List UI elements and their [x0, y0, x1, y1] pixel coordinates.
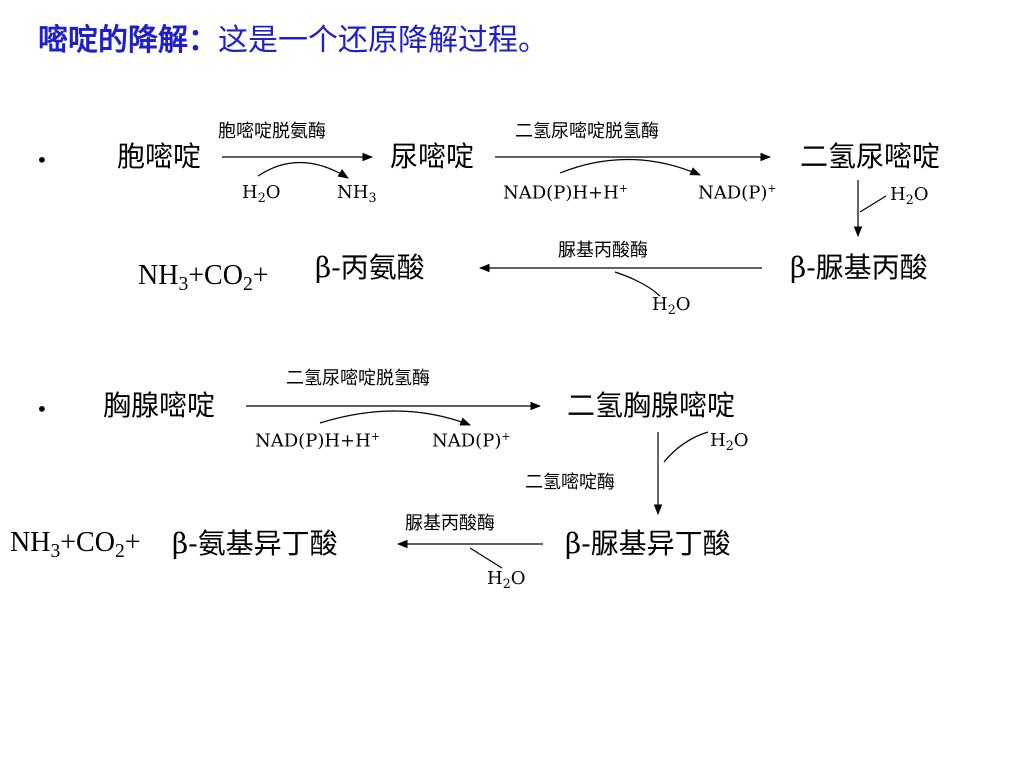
reagent-h2o-4-sub: 2 — [725, 437, 734, 453]
reagent-h2o-2-main: H — [890, 184, 906, 205]
compound-ureidopropionate: β-脲基丙酸 — [790, 251, 928, 284]
bullet-1: • — [36, 148, 48, 172]
products-1-nh: NH — [138, 260, 179, 291]
products-2-plus-co: +CO — [60, 527, 115, 558]
cofactor-nadp-1-main: NAD(P) — [698, 182, 768, 204]
connector-h2o-down-2 — [663, 431, 709, 463]
reagent-h2o-4-main: H — [710, 430, 726, 451]
page-title: 嘧啶的降解：这是一个还原降解过程。 — [38, 26, 548, 56]
reagent-h2o-4-tail: O — [733, 430, 749, 451]
connector-h2o-down-1 — [859, 195, 887, 213]
cofactor-nadph-2: NAD(P)H+H+ — [255, 430, 380, 452]
products-2-nh: NH — [10, 527, 51, 558]
reagent-h2o-1-tail: O — [265, 182, 281, 203]
reagent-h2o-2: H2O — [890, 186, 928, 206]
title-heading: 嘧啶的降解： — [38, 23, 218, 58]
product-nh3-1-main: NH — [337, 182, 369, 203]
reagent-h2o-5-sub: 2 — [502, 575, 511, 591]
enzyme-ureidopropionase-2: 脲基丙酸酶 — [405, 513, 495, 534]
cofactor-nadph-2-main: NAD(P)H+H — [255, 430, 371, 452]
reagent-h2o-2-tail: O — [913, 184, 929, 205]
cofactor-nadp-1: NAD(P)+ — [698, 182, 777, 204]
cofactor-nadp-2: NAD(P)+ — [432, 430, 511, 452]
cofactor-nadph-1-sup: + — [618, 182, 628, 195]
reagent-h2o-2-sub: 2 — [905, 191, 914, 207]
connector-h2o-back-1 — [614, 271, 661, 297]
reagent-h2o-4: H2O — [710, 432, 748, 452]
reagent-h2o-3-tail: O — [675, 294, 691, 315]
products-1-plus-co: +CO — [188, 260, 243, 291]
compound-cytosine: 胞嘧啶 — [117, 140, 202, 173]
products-2-nh-sub: 3 — [50, 540, 61, 562]
enzyme-dihydrouracil-dehydrogenase: 二氢尿嘧啶脱氢酶 — [515, 121, 659, 142]
product-nh3-1: NH3 — [337, 184, 376, 204]
compound-uracil: 尿嘧啶 — [390, 140, 475, 173]
products-2-plus: + — [124, 527, 141, 558]
compound-thymine: 胸腺嘧啶 — [103, 389, 216, 422]
title-description: 这是一个还原降解过程。 — [218, 23, 548, 58]
reagent-h2o-3-main: H — [652, 294, 668, 315]
products-1-plus: + — [252, 260, 269, 291]
compound-dihydrothymine: 二氢胸腺嘧啶 — [567, 389, 736, 422]
enzyme-dihydropyrimidinase: 二氢嘧啶酶 — [525, 472, 615, 493]
cofactor-nadp-1-sup: + — [767, 182, 777, 195]
products-nh3-co2-1: NH3+CO2+ — [138, 260, 269, 295]
reagent-h2o-1: H2O — [242, 184, 280, 204]
compound-ureidoisobutyrate: β-脲基异丁酸 — [565, 527, 731, 560]
reagent-h2o-3: H2O — [652, 296, 690, 316]
compound-beta-aminoisobutyrate: β-氨基异丁酸 — [172, 527, 338, 560]
curve-nad-cofactor — [559, 158, 701, 176]
products-1-co-sub: 2 — [242, 273, 253, 295]
reagent-h2o-3-sub: 2 — [667, 301, 676, 317]
enzyme-ureidopropionase-1: 脲基丙酸酶 — [558, 240, 648, 261]
reagent-h2o-5: H2O — [487, 570, 525, 590]
enzyme-cytosine-deaminase: 胞嘧啶脱氨酶 — [218, 121, 326, 142]
cofactor-nadp-2-main: NAD(P) — [432, 430, 502, 452]
compound-dihydrouracil: 二氢尿嘧啶 — [800, 140, 941, 173]
products-1-nh-sub: 3 — [178, 273, 189, 295]
reagent-h2o-1-sub: 2 — [257, 189, 266, 205]
cofactor-nadph-2-sup: + — [370, 430, 380, 443]
reagent-h2o-5-main: H — [487, 568, 503, 589]
bullet-2: • — [36, 397, 48, 421]
curve-nad-cofactor-2 — [319, 410, 472, 426]
product-nh3-1-sub: 3 — [368, 189, 377, 205]
reagent-h2o-5-tail: O — [510, 568, 526, 589]
cofactor-nadph-1-main: NAD(P)H+H — [503, 182, 619, 204]
enzyme-dihydrouracil-dehydrogenase-2: 二氢尿嘧啶脱氢酶 — [286, 368, 430, 389]
cofactor-nadph-1: NAD(P)H+H+ — [503, 182, 628, 204]
products-nh3-co2-2: NH3+CO2+ — [10, 527, 141, 562]
products-2-co-sub: 2 — [114, 540, 125, 562]
curve-h2o-nh3 — [257, 161, 349, 179]
cofactor-nadp-2-sup: + — [501, 430, 511, 443]
reagent-h2o-1-main: H — [242, 182, 258, 203]
compound-beta-alanine: β-丙氨酸 — [315, 251, 425, 284]
connector-h2o-back-2 — [469, 547, 503, 569]
